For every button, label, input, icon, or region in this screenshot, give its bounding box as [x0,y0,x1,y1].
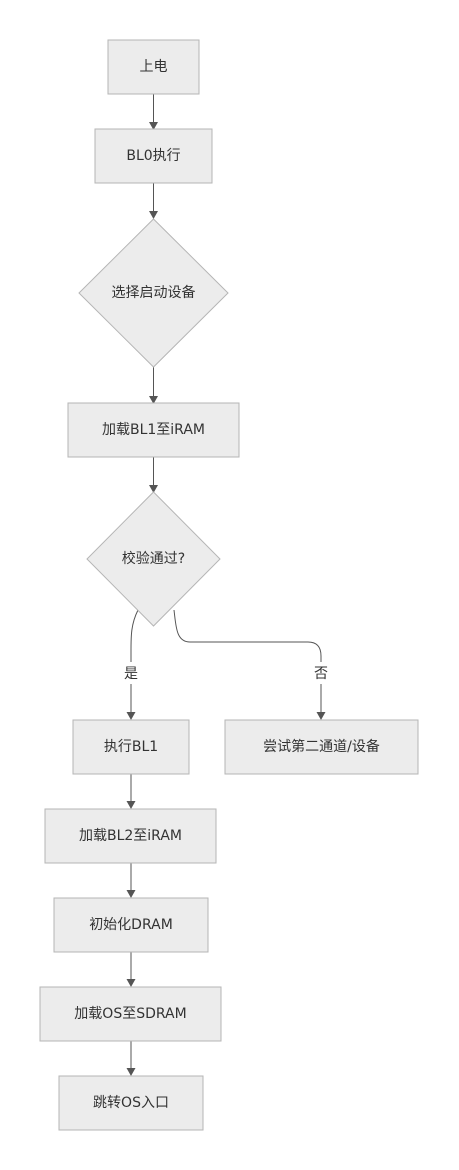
arrow-head [149,485,158,493]
arrow-head [126,1068,136,1076]
node-load-bl2: 加载BL2至iRAM [44,808,217,864]
arrow-head [126,712,136,720]
arrow-head [149,211,158,219]
arrow-head [316,712,326,720]
node-box [72,719,190,775]
node-verify-passed-label: 校验通过? [122,550,185,567]
edge-label-yes-group: 是 [120,662,142,684]
node-try-second-channel: 尝试第二通道/设备 [224,719,419,775]
edge-verify-no [173,609,322,712]
decision-diamond [78,218,229,368]
node-box [44,808,217,864]
edge-label-no: 否 [314,666,328,682]
node-box [39,986,222,1042]
node-load-os: 加载OS至SDRAM [39,986,222,1042]
node-execute-bl1: 执行BL1 [72,719,190,775]
edge-label-no-group: 否 [310,662,332,684]
node-select-boot-device: 选择启动设备 [78,218,229,368]
node-jump-os-entry-label: 跳转OS入口 [93,1095,169,1111]
node-bl0-execute-label: BL0执行 [126,148,180,164]
node-select-boot-device-label: 选择启动设备 [112,284,196,301]
node-try-second-channel-label: 尝试第二通道/设备 [263,738,380,755]
edges [126,94,326,1076]
node-jump-os-entry: 跳转OS入口 [58,1075,204,1131]
node-bl0-execute: BL0执行 [94,128,213,184]
node-box [107,39,200,95]
node-init-dram: 初始化DRAM [53,897,209,953]
edge-label-bg [120,662,142,684]
node-power-on-label: 上电 [140,59,168,75]
node-box [94,128,213,184]
node-load-os-label: 加载OS至SDRAM [74,1006,186,1022]
node-load-bl1: 加载BL1至iRAM [67,402,240,458]
node-power-on: 上电 [107,39,200,95]
node-box [58,1075,204,1131]
node-load-bl1-label: 加载BL1至iRAM [102,422,205,438]
arrow-head [126,801,136,809]
node-execute-bl1-label: 执行BL1 [104,739,158,755]
arrow-head [149,122,158,130]
node-box [53,897,209,953]
decision-diamond [86,491,221,627]
arrow-head [149,396,158,404]
edge-verify-yes [130,609,139,712]
node-box [67,402,240,458]
edge-label-yes: 是 [124,666,138,682]
node-box [224,719,419,775]
node-verify-passed: 校验通过? [86,491,221,627]
edge-label-bg [310,662,332,684]
arrow-head [126,979,136,987]
arrow-head [126,890,136,898]
node-init-dram-label: 初始化DRAM [89,916,173,933]
node-load-bl2-label: 加载BL2至iRAM [79,828,182,844]
